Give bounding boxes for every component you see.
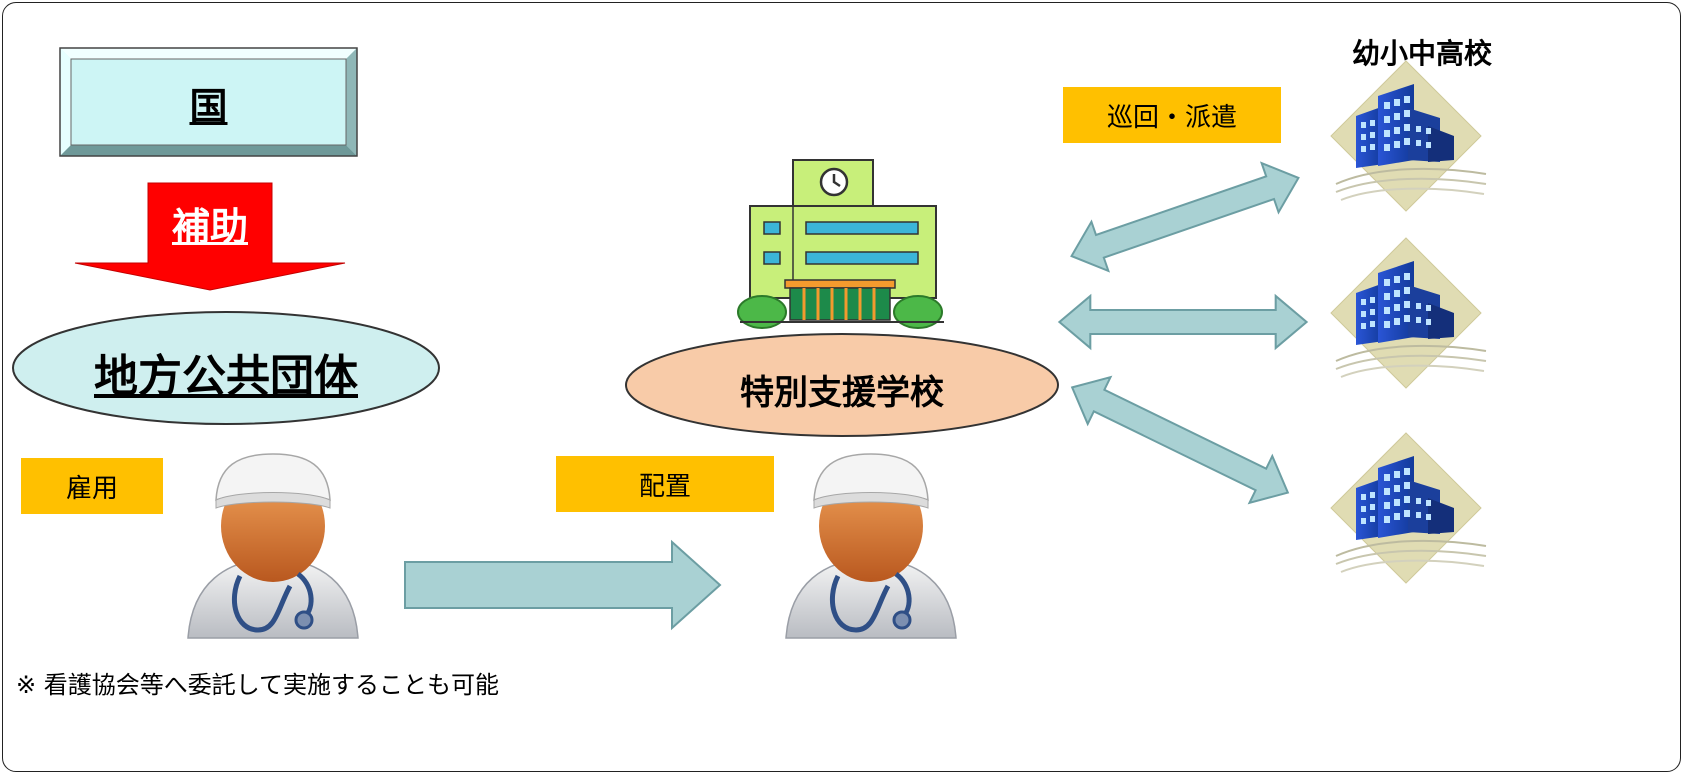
- koyo-label: 雇用: [21, 458, 163, 514]
- office-building-icon: [1330, 60, 1487, 212]
- hojo-label: 補助: [171, 205, 248, 249]
- haichi-arrow: [404, 539, 722, 631]
- hojo-arrow: [74, 182, 346, 291]
- chiho-label: 地方公共団体: [94, 351, 358, 402]
- tokubetsu-label: 特別支援学校: [740, 373, 944, 413]
- kuni-box: [59, 47, 358, 157]
- nurse-icon: [188, 454, 358, 638]
- kuni-label: 国: [189, 85, 228, 129]
- office-building-icon: [1330, 432, 1487, 584]
- schools-title: 幼小中高校: [1352, 37, 1493, 70]
- school-building-icon: [737, 159, 944, 329]
- tokubetsu-ellipse: [625, 333, 1059, 437]
- chiho-ellipse: [12, 311, 440, 425]
- footnote: ※ 看護協会等へ委託して実施することも可能: [16, 671, 500, 699]
- office-building-icon: [1330, 237, 1487, 389]
- junkai-label: 巡回・派遣: [1063, 87, 1281, 143]
- nurse-icon: [786, 454, 956, 638]
- dispatch-arrows: [1057, 161, 1309, 505]
- haichi-label: 配置: [556, 456, 774, 512]
